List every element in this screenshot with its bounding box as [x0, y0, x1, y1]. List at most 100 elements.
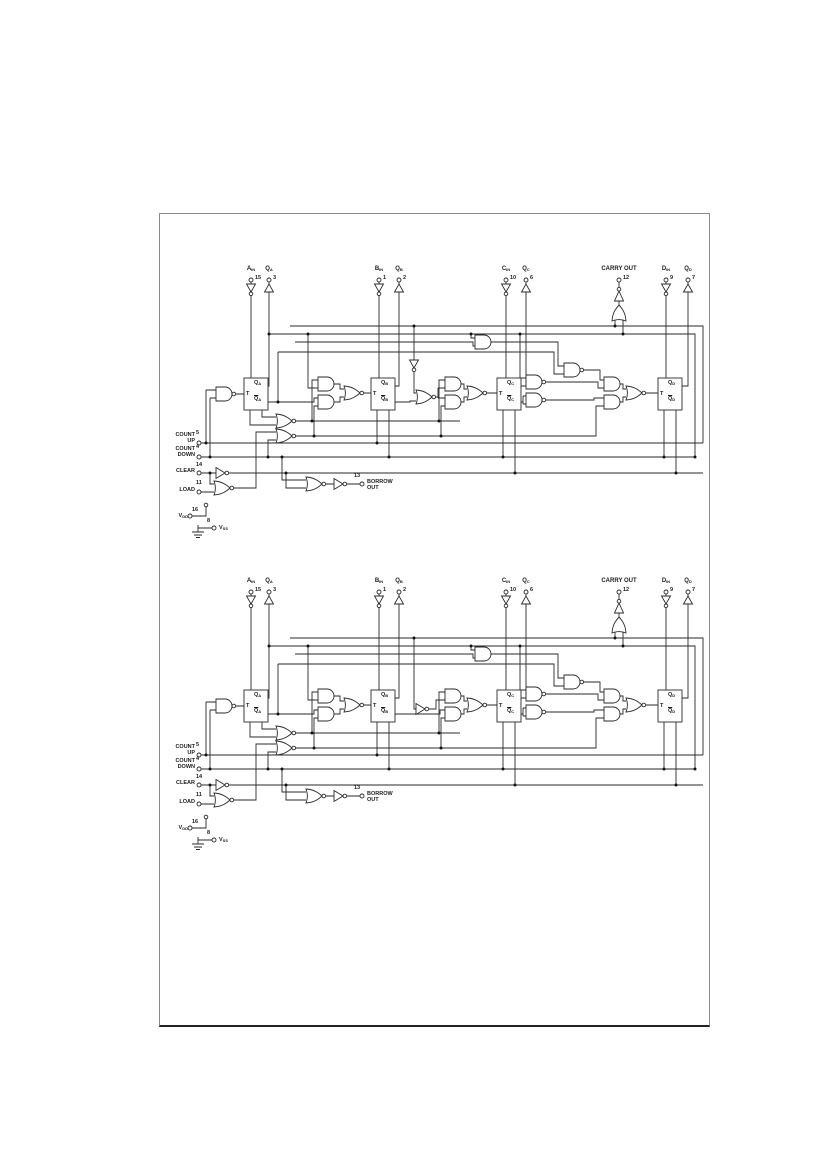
pin-label-vss: VSS — [219, 837, 229, 843]
ff-q-label: QD — [668, 380, 676, 386]
output-buffer-a-icon — [264, 283, 274, 293]
pin-label-ain: AIN — [246, 266, 256, 272]
pin-label-clear: CLEAR — [176, 780, 195, 786]
input-buffer-c-icon — [501, 595, 511, 609]
nand-gate-icon — [216, 699, 236, 713]
nor-gate-icon — [467, 698, 487, 712]
pin-number: 13 — [354, 473, 361, 479]
borrow-inverter-icon — [333, 790, 348, 802]
pin-label-qb: QB — [395, 266, 403, 272]
pin-label-vss: VSS — [219, 525, 229, 531]
nand-gate-icon — [564, 675, 584, 689]
pin-number: 1 — [383, 275, 387, 281]
ff-t-label: T — [499, 391, 503, 397]
output-buffer-a-icon — [264, 595, 274, 605]
and-gate-icon — [603, 688, 621, 704]
pin-label-carry-out: CARRY OUT — [601, 578, 637, 584]
ff-t-label: T — [660, 391, 664, 397]
wires — [192, 282, 704, 538]
flip-flop-d — [657, 689, 683, 723]
input-buffer-b-icon — [374, 283, 384, 297]
junction-dots — [204, 324, 697, 475]
schematic-top — [187, 277, 704, 538]
flip-flop-b — [370, 689, 396, 723]
pin-label-cin: CIN — [501, 578, 511, 584]
and-gate-icon — [444, 376, 462, 392]
logic-diagram-bottom: AIN 15 QA 3 BIN 1 QB 2 CIN 10 QC 6 CARRY… — [160, 576, 711, 861]
pin-number: 7 — [692, 275, 696, 281]
pin-number: 15 — [255, 275, 262, 281]
input-buffer-a-icon — [246, 283, 256, 297]
ff-boxes — [243, 689, 683, 723]
pin-number: 15 — [255, 587, 262, 593]
ff-t-label: T — [660, 703, 664, 709]
and-gate-icon — [444, 706, 462, 722]
input-buffer-b-icon — [374, 595, 384, 609]
terminals — [187, 589, 691, 843]
output-buffer-b-icon — [394, 595, 404, 605]
pin-label-vdd: VDD — [178, 825, 188, 831]
nor-gate-icon — [344, 386, 364, 400]
nor-gate-icon — [276, 429, 296, 443]
pin-number: 11 — [196, 792, 202, 798]
pin-label-bin: BIN — [374, 266, 384, 272]
pin-number: 8 — [207, 518, 211, 524]
nand-gate-icon — [526, 705, 546, 719]
pin-number: 14 — [196, 774, 203, 780]
load-nor-gate-icon — [214, 481, 234, 495]
pin-label-load: LOAD — [179, 487, 195, 493]
carry-or-gate-icon — [611, 304, 627, 322]
flip-flop-b — [370, 377, 396, 411]
and-gate-icon — [317, 706, 335, 722]
pin-number: 5 — [196, 742, 200, 748]
input-buffer-c-icon — [501, 283, 511, 297]
input-buffer-d-icon — [661, 283, 671, 297]
pin-label-qd: QD — [684, 266, 692, 272]
pin-number: 7 — [692, 587, 696, 593]
pin-number: 8 — [207, 830, 211, 836]
pin-label-ain: AIN — [246, 578, 256, 584]
flip-flop-d — [657, 377, 683, 411]
and-gate-icon — [317, 376, 335, 392]
ff-q-label: QA — [254, 380, 262, 386]
pin-label-qc: QC — [522, 578, 530, 584]
ff-q-label: QD — [668, 692, 676, 698]
schematic-bottom — [187, 589, 704, 850]
ff-qbar-label: QA — [254, 396, 262, 402]
pin-label-qa: QA — [265, 578, 273, 584]
nor-gate-icon — [276, 741, 296, 755]
ff-qbar-label: QB — [381, 708, 389, 714]
pin-number: 2 — [403, 275, 407, 281]
pin-number: 16 — [192, 507, 199, 513]
ff-q-label: QB — [381, 380, 389, 386]
pin-number: 12 — [623, 275, 630, 281]
gates — [214, 595, 693, 807]
flip-flop-c — [496, 689, 522, 723]
pin-number: 12 — [623, 587, 630, 593]
nor-gate-icon — [344, 698, 364, 712]
ff-qbar-label: QD — [668, 396, 676, 402]
pin-label-qb: QB — [395, 578, 403, 584]
pin-number: 2 — [403, 587, 407, 593]
pin-number: 6 — [530, 275, 534, 281]
logic-diagram-top: AIN 15 QA 3 BIN 1 QB 2 CIN 10 QC 6 CARRY… — [160, 264, 711, 549]
pin-number: 3 — [273, 275, 277, 281]
pin-label-qc: QC — [522, 266, 530, 272]
load-nor-gate-icon — [214, 793, 234, 807]
ff-q-label: QC — [507, 692, 515, 698]
output-buffer-d-icon — [683, 283, 693, 293]
ff-q-label: QA — [254, 692, 262, 698]
flip-flop-a — [243, 377, 269, 411]
pin-number: 13 — [354, 785, 361, 791]
nand-gate-icon — [526, 375, 546, 389]
inverter-down-icon — [409, 359, 419, 373]
input-buffer-a-icon — [246, 595, 256, 609]
ff-t-label: T — [246, 391, 250, 397]
nand-gate-icon — [216, 387, 236, 401]
input-buffer-d-icon — [661, 595, 671, 609]
and-gate-icon — [603, 376, 621, 392]
nor-gate-icon — [276, 726, 296, 740]
